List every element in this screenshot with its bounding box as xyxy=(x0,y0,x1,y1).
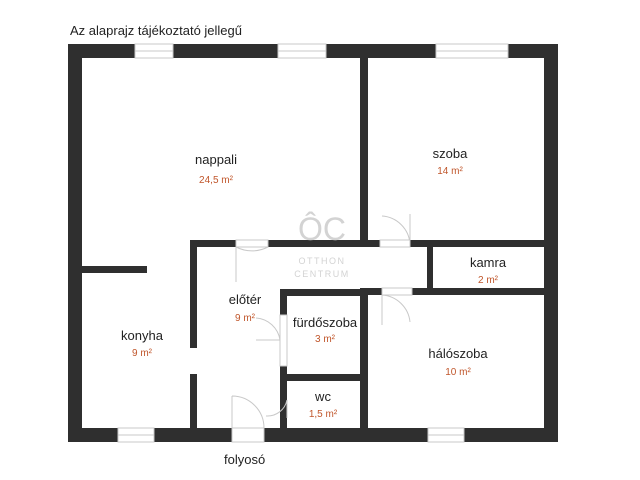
room-furdoszoba-area: 3 m² xyxy=(315,334,335,345)
room-konyha-area: 9 m² xyxy=(132,348,152,359)
watermark-logo-glyph: ÔC xyxy=(298,211,346,247)
watermark-line1: OTTHON xyxy=(298,256,346,266)
room-eloter-area: 9 m² xyxy=(235,313,255,324)
wall-haloszoba-top-left xyxy=(360,288,382,295)
wall-eloter-top-left xyxy=(193,240,380,247)
room-nappali-name: nappali xyxy=(195,152,237,167)
wall-haloszoba-top-right xyxy=(412,288,544,295)
room-nappali-area: 24,5 m² xyxy=(199,175,233,186)
door-wc xyxy=(265,399,288,418)
room-konyha-name: konyha xyxy=(121,328,163,343)
wall-furdo-top xyxy=(280,289,368,296)
room-wc-area: 1,5 m² xyxy=(308,409,338,420)
wall-haloszoba-left xyxy=(360,288,368,428)
plan-caption: Az alaprajz tájékoztató jellegű xyxy=(70,23,242,38)
wall-konyha-eloter-upper xyxy=(190,240,197,348)
room-furdoszoba-name: fürdőszoba xyxy=(292,315,358,330)
room-haloszoba-name: hálószoba xyxy=(428,346,488,361)
room-kamra-area: 2 m² xyxy=(478,275,498,286)
wall-konyha-partial xyxy=(82,266,147,273)
wall-konyha-eloter-lower xyxy=(190,374,197,428)
wall-furdo-wc xyxy=(280,374,368,381)
wall-eloter-top-right xyxy=(410,240,544,247)
watermark-line2: CENTRUM xyxy=(294,269,350,279)
room-wc-name: wc xyxy=(315,389,331,404)
door-eloter-nappali xyxy=(235,246,269,282)
corridor-label: folyosó xyxy=(224,452,266,467)
wall-furdo-left-lower xyxy=(280,366,287,428)
door-entrance xyxy=(231,395,265,429)
wall-furdo-left-upper xyxy=(280,289,287,315)
watermark-logo: ÔC xyxy=(298,211,346,247)
wall-nappali-szoba xyxy=(360,58,368,244)
room-kamra-name: kamra xyxy=(469,255,507,270)
outer-wall-left xyxy=(68,44,82,442)
outer-wall-right xyxy=(544,44,558,442)
windows xyxy=(117,43,509,443)
door-haloszoba xyxy=(381,294,411,325)
room-szoba-area: 14 m² xyxy=(437,166,463,177)
room-szoba-name: szoba xyxy=(432,146,468,161)
wall-kamra-left xyxy=(427,244,433,294)
door-furdoszoba xyxy=(255,317,281,341)
walls xyxy=(68,44,558,442)
doors xyxy=(190,214,413,443)
room-eloter-name: előtér xyxy=(228,292,262,307)
room-haloszoba-area: 10 m² xyxy=(445,367,471,378)
